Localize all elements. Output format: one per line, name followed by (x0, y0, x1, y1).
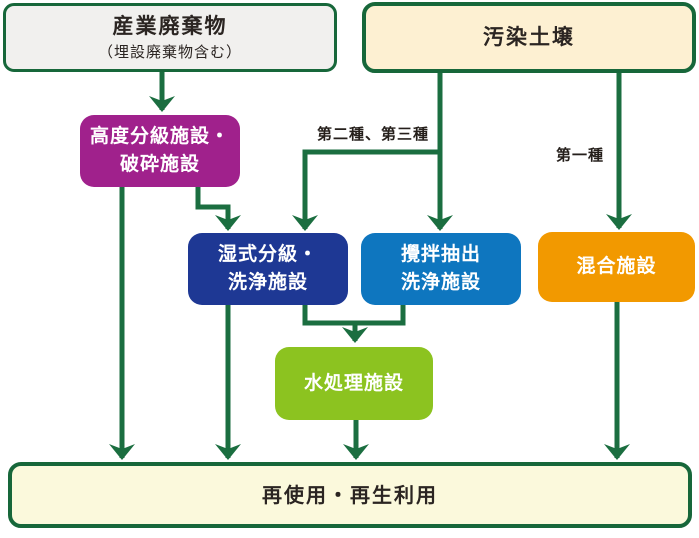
node-agitation-extraction: 攪拌抽出 洗浄施設 (361, 233, 521, 305)
contaminated-soil-title: 汚染土壌 (483, 25, 575, 50)
reuse-recycle-label: 再使用・再生利用 (262, 482, 438, 507)
advanced-classification-line1: 高度分級施設・ (89, 125, 230, 148)
node-mixing-facility: 混合施設 (538, 232, 695, 302)
wet-classification-line1: 湿式分級・ (217, 243, 318, 266)
arrow-soil-to-wet (292, 149, 440, 231)
arrow-crushing-to-wet (195, 186, 241, 231)
advanced-classification-line2: 破砕施設 (119, 153, 200, 175)
node-wet-classification: 湿式分級・ 洗浄施設 (188, 233, 348, 305)
wet-classification-line2: 洗浄施設 (227, 271, 308, 293)
agitation-extraction-line2: 洗浄施設 (400, 271, 481, 293)
line-wet-agitation-join (302, 304, 406, 326)
water-treatment-label: 水処理施設 (303, 371, 404, 394)
node-reuse-recycle: 再使用・再生利用 (8, 462, 692, 528)
node-industrial-waste: 産業廃棄物 （埋設廃棄物含む） (3, 3, 337, 72)
industrial-waste-subtitle: （埋設廃棄物含む） (97, 43, 242, 62)
edge-label-type2-3: 第二種、第三種 (316, 125, 429, 143)
node-advanced-classification: 高度分級施設・ 破砕施設 (80, 115, 240, 187)
mixing-facility-label: 混合施設 (576, 255, 657, 278)
node-water-treatment: 水処理施設 (275, 347, 433, 420)
node-contaminated-soil: 汚染土壌 (362, 2, 696, 73)
industrial-waste-title: 産業廃棄物 (112, 13, 228, 38)
agitation-extraction-line1: 攪拌抽出 (400, 243, 481, 266)
edge-label-type1: 第一種 (555, 146, 604, 164)
